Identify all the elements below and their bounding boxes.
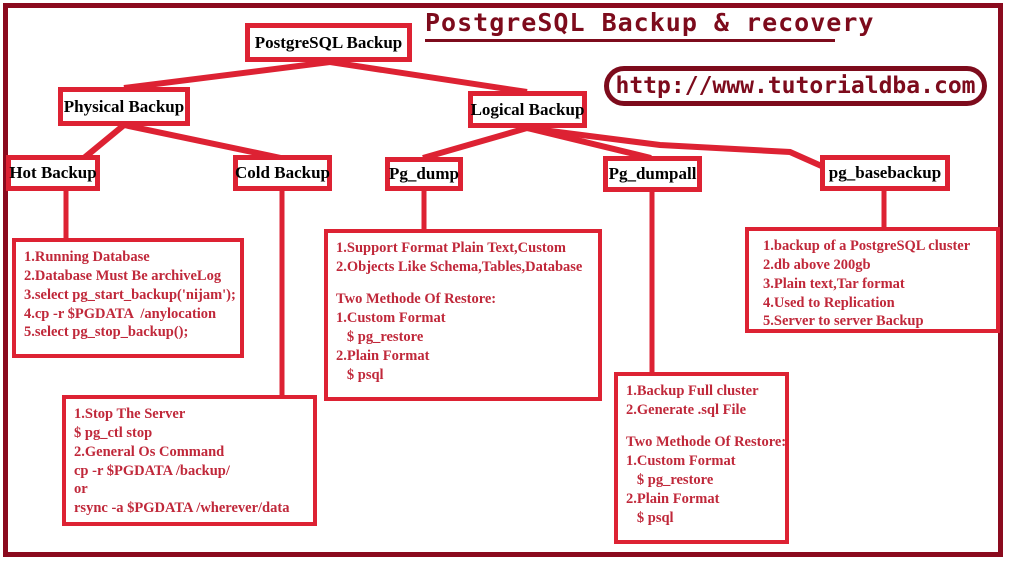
node-postgresql-backup[interactable]: PostgreSQL Backup bbox=[245, 23, 412, 62]
detail-line: $ pg_ctl stop bbox=[74, 424, 153, 441]
node-logical-backup[interactable]: Logical Backup bbox=[468, 91, 587, 128]
wire-root-to-physical bbox=[123, 59, 331, 91]
node-pg-dump[interactable]: Pg_dump bbox=[385, 157, 463, 191]
detail-line bbox=[336, 277, 590, 291]
node-label: Physical Backup bbox=[63, 96, 185, 116]
wire-logical-to-pgbasebackup bbox=[526, 125, 837, 175]
detail-line: 2.Plain Format bbox=[336, 347, 430, 364]
detail-box-cold-backup: 1.Stop The Server $ pg_ctl stop 2.General … bbox=[62, 395, 317, 526]
detail-box-pg-dump: 1.Support Format Plain Text,Custom 2.Obje… bbox=[324, 229, 602, 401]
detail-line: 2.Generate .sql File bbox=[626, 401, 747, 418]
node-label: Hot Backup bbox=[9, 163, 97, 182]
detail-line bbox=[626, 420, 777, 434]
detail-line: Two Methode Of Restore: bbox=[336, 291, 497, 308]
detail-line: 1.Running Database bbox=[24, 249, 150, 265]
detail-line: 2.db above 200gb bbox=[763, 256, 871, 273]
detail-line: 4.Used to Replication bbox=[763, 294, 895, 311]
website-url-text: http://www.tutorialdba.com bbox=[615, 73, 976, 99]
detail-line: $ psql bbox=[626, 509, 674, 526]
detail-box-pg-basebackup: 1.backup of a PostgreSQL cluster 2.db abo… bbox=[745, 227, 1000, 333]
node-pg-basebackup[interactable]: pg_basebackup bbox=[820, 155, 950, 191]
node-label: Cold Backup bbox=[235, 163, 330, 182]
detail-line: 2.General Os Command bbox=[74, 443, 225, 460]
detail-line: 1.Stop The Server bbox=[74, 406, 186, 422]
detail-line: 1.Custom Format bbox=[336, 310, 446, 327]
detail-line: 5.select pg_stop_backup(); bbox=[24, 324, 189, 341]
detail-line: 2.Objects Like Schema,Tables,Database bbox=[336, 258, 583, 275]
page-title: PostgreSQL Backup & recovery bbox=[425, 8, 873, 42]
node-pg-dumpall[interactable]: Pg_dumpall bbox=[603, 156, 702, 192]
detail-line: 1.Custom Format bbox=[626, 453, 736, 470]
node-physical-backup[interactable]: Physical Backup bbox=[58, 87, 190, 126]
detail-line: 1.backup of a PostgreSQL cluster bbox=[763, 238, 971, 254]
node-hot-backup[interactable]: Hot Backup bbox=[6, 155, 100, 191]
wire-logical-to-pgdump bbox=[422, 125, 528, 161]
wire-physical-to-cold bbox=[123, 122, 282, 161]
wire-physical-to-hot bbox=[82, 122, 126, 161]
node-label: PostgreSQL Backup bbox=[254, 32, 403, 52]
detail-line: rsync -a $PGDATA /wherever/data bbox=[74, 500, 290, 517]
website-url-badge[interactable]: http://www.tutorialdba.com bbox=[604, 66, 987, 106]
wire-root-to-logical bbox=[329, 59, 528, 95]
detail-line: 1.Backup Full cluster bbox=[626, 383, 759, 399]
detail-line: 2.Plain Format bbox=[626, 490, 720, 507]
detail-line: 2.Database Must Be archiveLog bbox=[24, 267, 222, 284]
node-cold-backup[interactable]: Cold Backup bbox=[233, 155, 332, 191]
node-label: Logical Backup bbox=[470, 99, 585, 119]
detail-line: 3.select pg_start_backup('nijam'); bbox=[24, 286, 236, 303]
outer-frame bbox=[3, 3, 1003, 557]
detail-line: 1.Support Format Plain Text,Custom bbox=[336, 240, 567, 256]
detail-line: $ pg_restore bbox=[336, 329, 424, 346]
detail-line: 5.Server to server Backup bbox=[763, 313, 924, 330]
detail-line: 4.cp -r $PGDATA /anylocation bbox=[24, 305, 217, 322]
detail-line: or bbox=[74, 481, 88, 498]
node-label: Pg_dump bbox=[389, 164, 459, 183]
detail-line: cp -r $PGDATA /backup/ bbox=[74, 462, 230, 479]
detail-box-hot-backup: 1.Running Database 2.Database Must Be arc… bbox=[12, 238, 244, 358]
node-label: pg_basebackup bbox=[828, 163, 942, 182]
detail-line: $ psql bbox=[336, 366, 384, 383]
detail-line: Two Methode Of Restore: bbox=[626, 434, 787, 451]
detail-line: 3.Plain text,Tar format bbox=[763, 275, 905, 292]
node-label: Pg_dumpall bbox=[608, 164, 697, 183]
detail-box-pg-dumpall: 1.Backup Full cluster 2.Generate .sql Fil… bbox=[614, 372, 789, 544]
detail-line: $ pg_restore bbox=[626, 472, 714, 489]
